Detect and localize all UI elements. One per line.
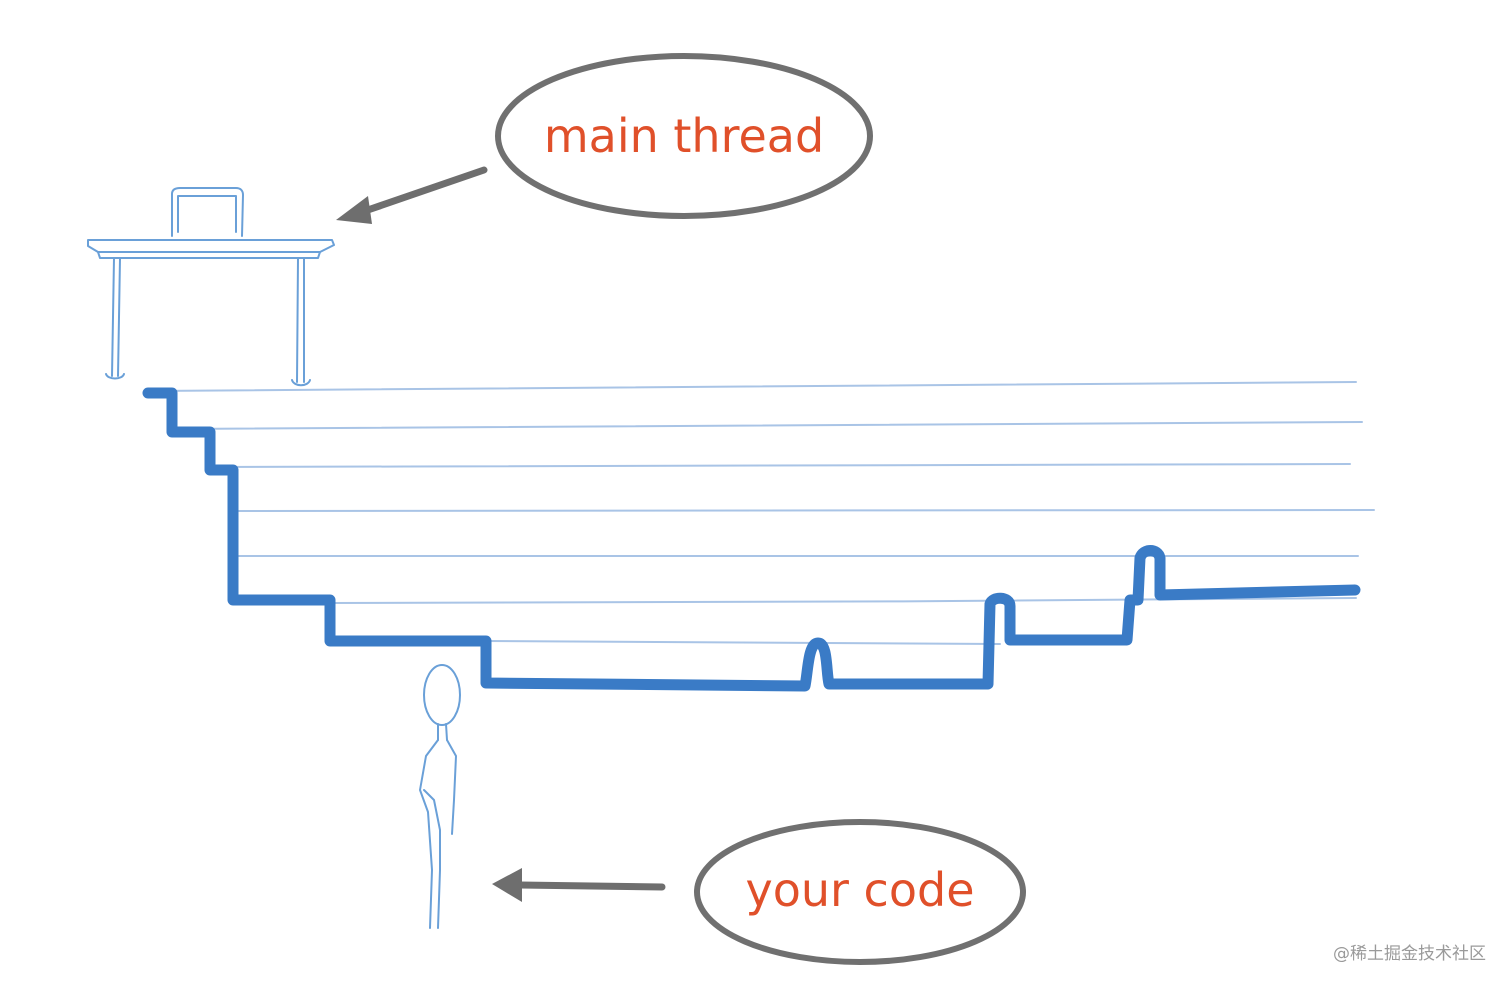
arrow-shaft xyxy=(358,166,488,216)
horizontal-line-3 xyxy=(209,463,1351,468)
desk-foot-left xyxy=(105,373,125,380)
horizontal-lines xyxy=(149,381,1375,645)
arrow-icon-main-thread xyxy=(336,166,488,224)
desk-with-laptop-icon xyxy=(87,187,335,387)
figure-body-right xyxy=(446,739,457,835)
laptop-screen xyxy=(171,187,244,237)
your-code-callout: your code xyxy=(694,819,1026,965)
desk-foot-right xyxy=(291,379,311,387)
horizontal-line-7 xyxy=(485,640,1001,645)
arrow-head xyxy=(492,868,522,902)
main-thread-label: main thread xyxy=(544,109,824,163)
main-thread-ellipse xyxy=(495,53,873,219)
execution-path xyxy=(142,387,1361,692)
horizontal-line-4 xyxy=(231,509,1375,512)
watermark: @稀土掘金技术社区 xyxy=(1333,944,1486,964)
main-thread-callout: main thread xyxy=(495,53,873,219)
arrow-icon-your-code xyxy=(492,868,666,902)
horizontal-line-1 xyxy=(149,381,1357,392)
desk-top xyxy=(87,239,335,253)
stick-figure-icon xyxy=(419,664,461,929)
your-code-ellipse xyxy=(694,819,1026,965)
laptop-screen-inner xyxy=(177,195,237,233)
desk-leg-left xyxy=(111,257,121,377)
figure-neck xyxy=(437,723,448,741)
figure-head xyxy=(423,664,461,726)
figure-body-left xyxy=(419,739,439,929)
arrow-head xyxy=(336,196,372,224)
desk-leg-right xyxy=(296,257,305,383)
figure-arm xyxy=(423,789,441,929)
your-code-label: your code xyxy=(746,863,975,917)
desk-edge xyxy=(97,251,321,259)
horizontal-line-2 xyxy=(177,421,1363,430)
arrow-shaft xyxy=(516,881,666,891)
